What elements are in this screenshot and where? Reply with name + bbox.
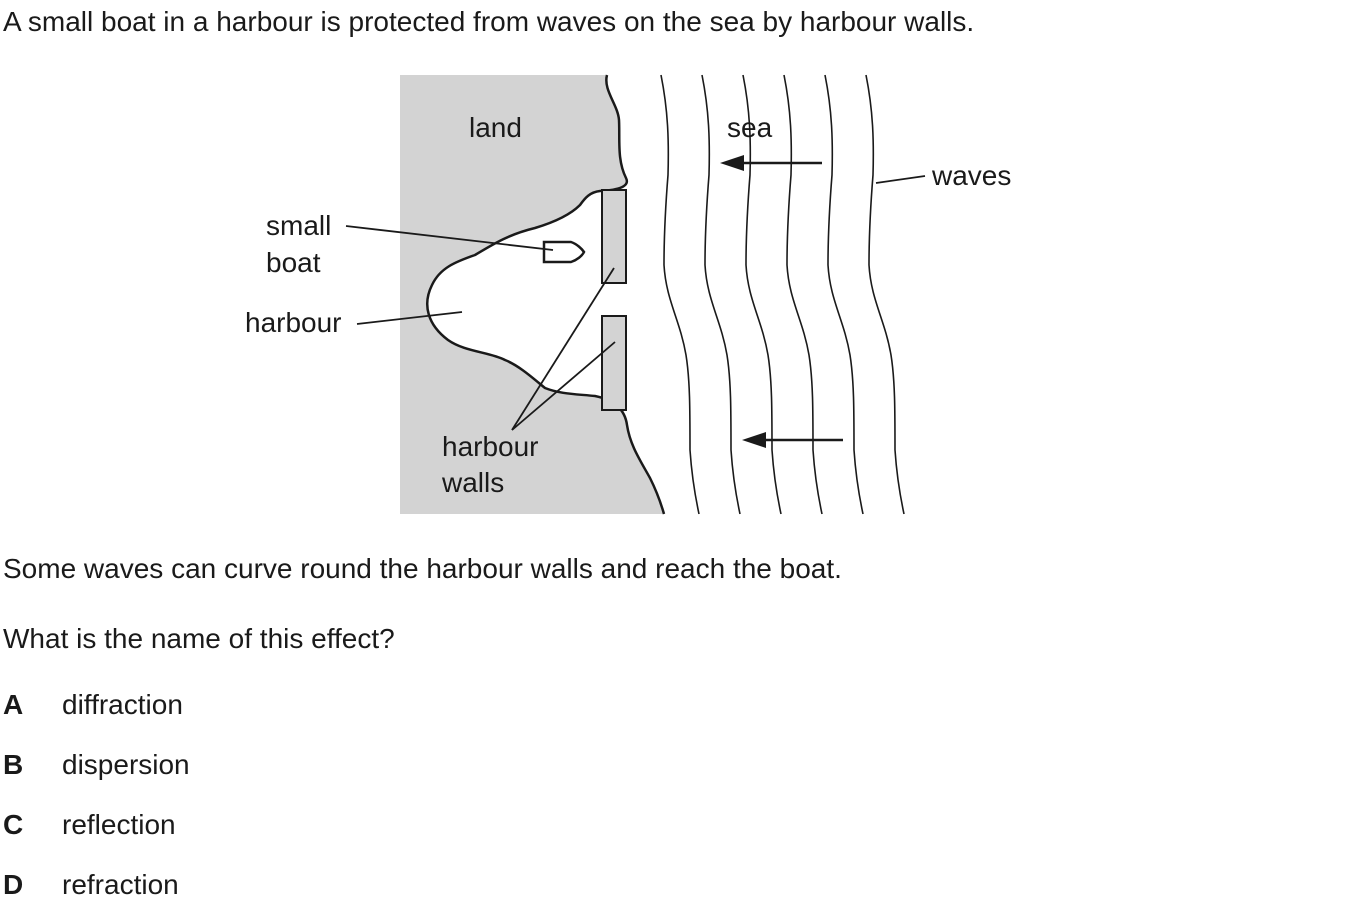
- waves-label: waves: [931, 160, 1011, 191]
- harbour-label: harbour: [245, 307, 342, 338]
- wave-lines: [660, 74, 905, 515]
- option-letter: C: [3, 809, 24, 840]
- harbour-walls-label-line2: walls: [441, 467, 504, 498]
- harbour-wall-upper: [601, 189, 627, 284]
- option-text: refraction: [62, 869, 179, 900]
- option-text: diffraction: [62, 689, 183, 720]
- small-boat-label-line1: small: [266, 210, 331, 241]
- harbour-wall-lower: [601, 315, 627, 411]
- land-label: land: [469, 112, 522, 143]
- option-letter: B: [3, 749, 24, 780]
- coastline: [426, 74, 666, 515]
- sea-label: sea: [727, 112, 773, 143]
- intro-text: A small boat in a harbour is protected f…: [3, 6, 975, 37]
- harbour-walls-label-line1: harbour: [442, 431, 539, 462]
- option-text: dispersion: [62, 749, 190, 780]
- statement-text: Some waves can curve round the harbour w…: [3, 553, 842, 584]
- question-prompt: What is the name of this effect?: [3, 623, 395, 654]
- label-leader-lines: [345, 175, 926, 431]
- land-area: [400, 75, 664, 514]
- option-letter: D: [3, 869, 24, 900]
- small-boat-label-line2: boat: [266, 247, 321, 278]
- option-letter: A: [3, 689, 24, 720]
- option-text: reflection: [62, 809, 176, 840]
- boat-shape: [542, 240, 586, 264]
- wave-direction-arrows: [720, 155, 843, 448]
